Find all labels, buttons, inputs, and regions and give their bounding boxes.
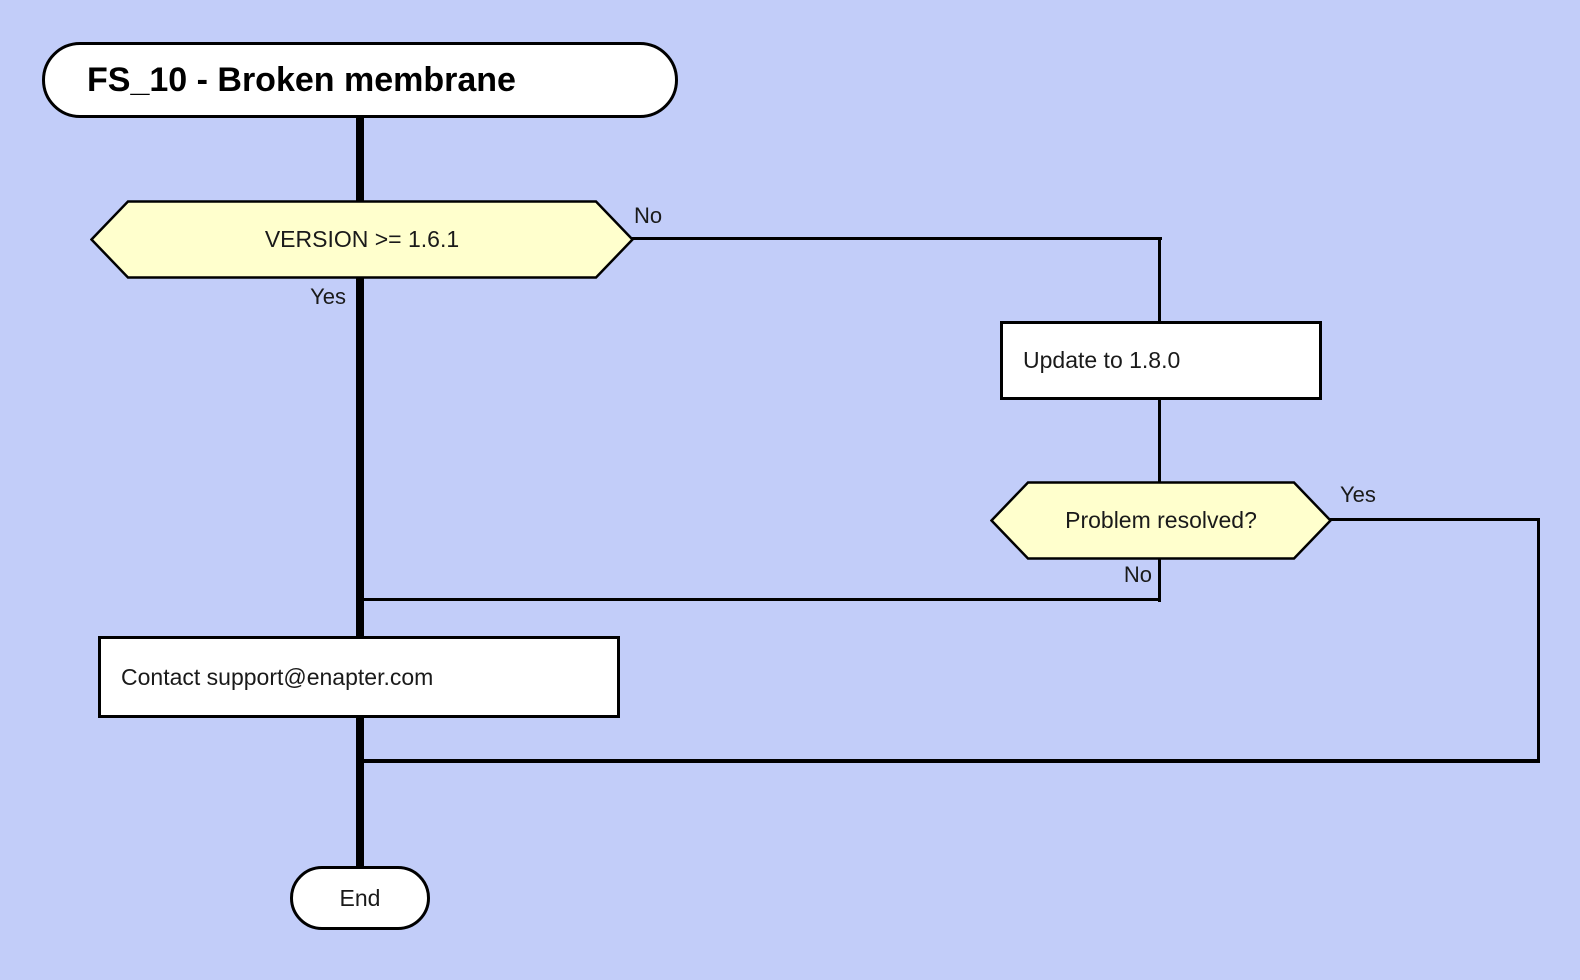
process-update-label: Update to 1.8.0 xyxy=(1023,347,1181,373)
edge-update-to-resolved xyxy=(1158,398,1161,484)
edge-label-resolved-yes: Yes xyxy=(1340,482,1376,507)
edge-resolved-yes-vertical xyxy=(1537,518,1540,763)
end-node: End xyxy=(290,866,430,930)
start-node-label: FS_10 - Broken membrane xyxy=(87,60,516,99)
decision-version-node: VERSION >= 1.6.1 xyxy=(90,200,634,279)
edge-label-resolved-no: No xyxy=(1123,562,1152,587)
decision-resolved-node: Problem resolved? xyxy=(990,481,1332,560)
edge-version-no-horizontal xyxy=(630,237,1162,240)
process-contact-label: Contact support@enapter.com xyxy=(121,663,434,690)
decision-resolved-label: Problem resolved? xyxy=(1065,507,1257,533)
process-update-node: Update to 1.8.0 xyxy=(1000,321,1322,400)
start-node: FS_10 - Broken membrane xyxy=(42,42,678,118)
edge-resolved-yes-return xyxy=(360,759,1540,763)
process-contact-node: Contact support@enapter.com xyxy=(98,636,620,718)
decision-version-label: VERSION >= 1.6.1 xyxy=(264,226,460,252)
edge-resolved-no-vertical xyxy=(1158,558,1161,602)
hexagon-shape xyxy=(90,200,634,279)
hexagon-shape xyxy=(990,481,1332,560)
edge-main-spine xyxy=(356,115,364,870)
end-node-label: End xyxy=(339,884,381,911)
edge-resolved-no-horizontal xyxy=(360,598,1161,601)
edge-resolved-yes-horizontal xyxy=(1330,518,1540,521)
edge-label-version-yes: Yes xyxy=(310,284,346,309)
edge-label-version-no: No xyxy=(634,203,663,228)
edge-version-no-vertical xyxy=(1158,237,1161,324)
